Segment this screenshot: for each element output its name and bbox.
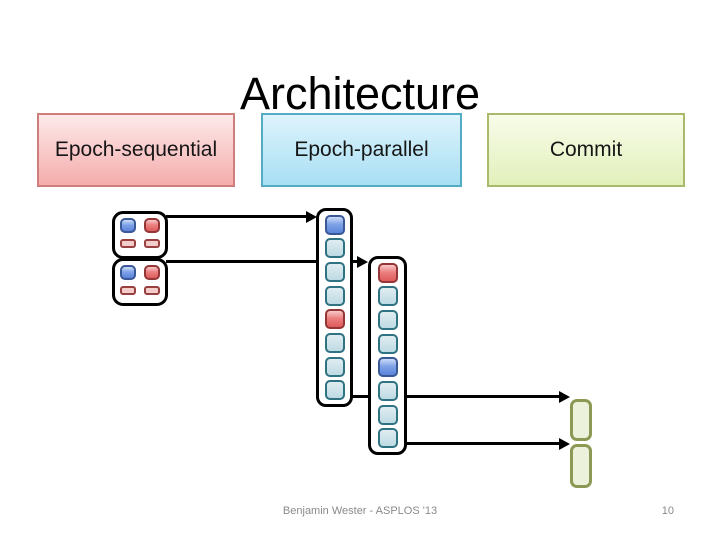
teal-cell <box>324 332 345 353</box>
epoch-sequential-group-2 <box>112 258 168 306</box>
teal-cell <box>324 261 345 282</box>
teal-cell <box>324 285 345 306</box>
arrowhead-icon <box>306 211 317 223</box>
red-cell <box>324 309 345 330</box>
teal-cell <box>377 428 398 449</box>
blue-cell <box>120 218 136 233</box>
arrowhead-icon <box>559 391 570 403</box>
slide-title: Architecture <box>239 68 481 120</box>
teal-cell <box>377 380 398 401</box>
log-cell <box>144 239 160 248</box>
arrow-column1-to-commit1 <box>350 395 562 398</box>
teal-cell <box>377 404 398 425</box>
stage-box-epoch-parallel: Epoch-parallel <box>261 113 462 187</box>
stage-label-epoch-sequential: Epoch-sequential <box>54 138 218 161</box>
commit-slot-1 <box>570 399 592 441</box>
teal-cell <box>377 333 398 354</box>
arrow-group1-to-column1 <box>166 215 309 218</box>
stage-box-epoch-sequential: Epoch-sequential <box>37 113 235 187</box>
teal-cell <box>324 356 345 377</box>
arrow-group2-to-column2 <box>166 260 359 263</box>
commit-slot-2 <box>570 444 592 488</box>
teal-cell <box>377 286 398 307</box>
blue-cell <box>377 357 398 378</box>
blue-cell <box>120 265 136 280</box>
footer-page-number: 10 <box>661 505 674 517</box>
epoch-parallel-column-2 <box>368 256 407 455</box>
red-cell <box>144 218 160 233</box>
stage-label-epoch-parallel: Epoch-parallel <box>294 138 429 161</box>
epoch-sequential-group-1 <box>112 211 168 259</box>
red-cell <box>144 265 160 280</box>
teal-cell <box>324 380 345 401</box>
arrow-column2-to-commit2 <box>405 442 562 445</box>
log-cell <box>120 286 136 295</box>
stage-box-commit: Commit <box>487 113 685 187</box>
arrowhead-icon <box>559 438 570 450</box>
log-cell <box>144 286 160 295</box>
log-cell <box>120 239 136 248</box>
footer-credit: Benjamin Wester - ASPLOS '13 <box>282 505 438 517</box>
red-cell <box>377 262 398 283</box>
blue-cell <box>324 214 345 235</box>
teal-cell <box>377 309 398 330</box>
epoch-parallel-column-1 <box>316 208 353 407</box>
arrowhead-icon <box>357 256 368 268</box>
teal-cell <box>324 238 345 259</box>
stage-label-commit: Commit <box>549 138 623 161</box>
